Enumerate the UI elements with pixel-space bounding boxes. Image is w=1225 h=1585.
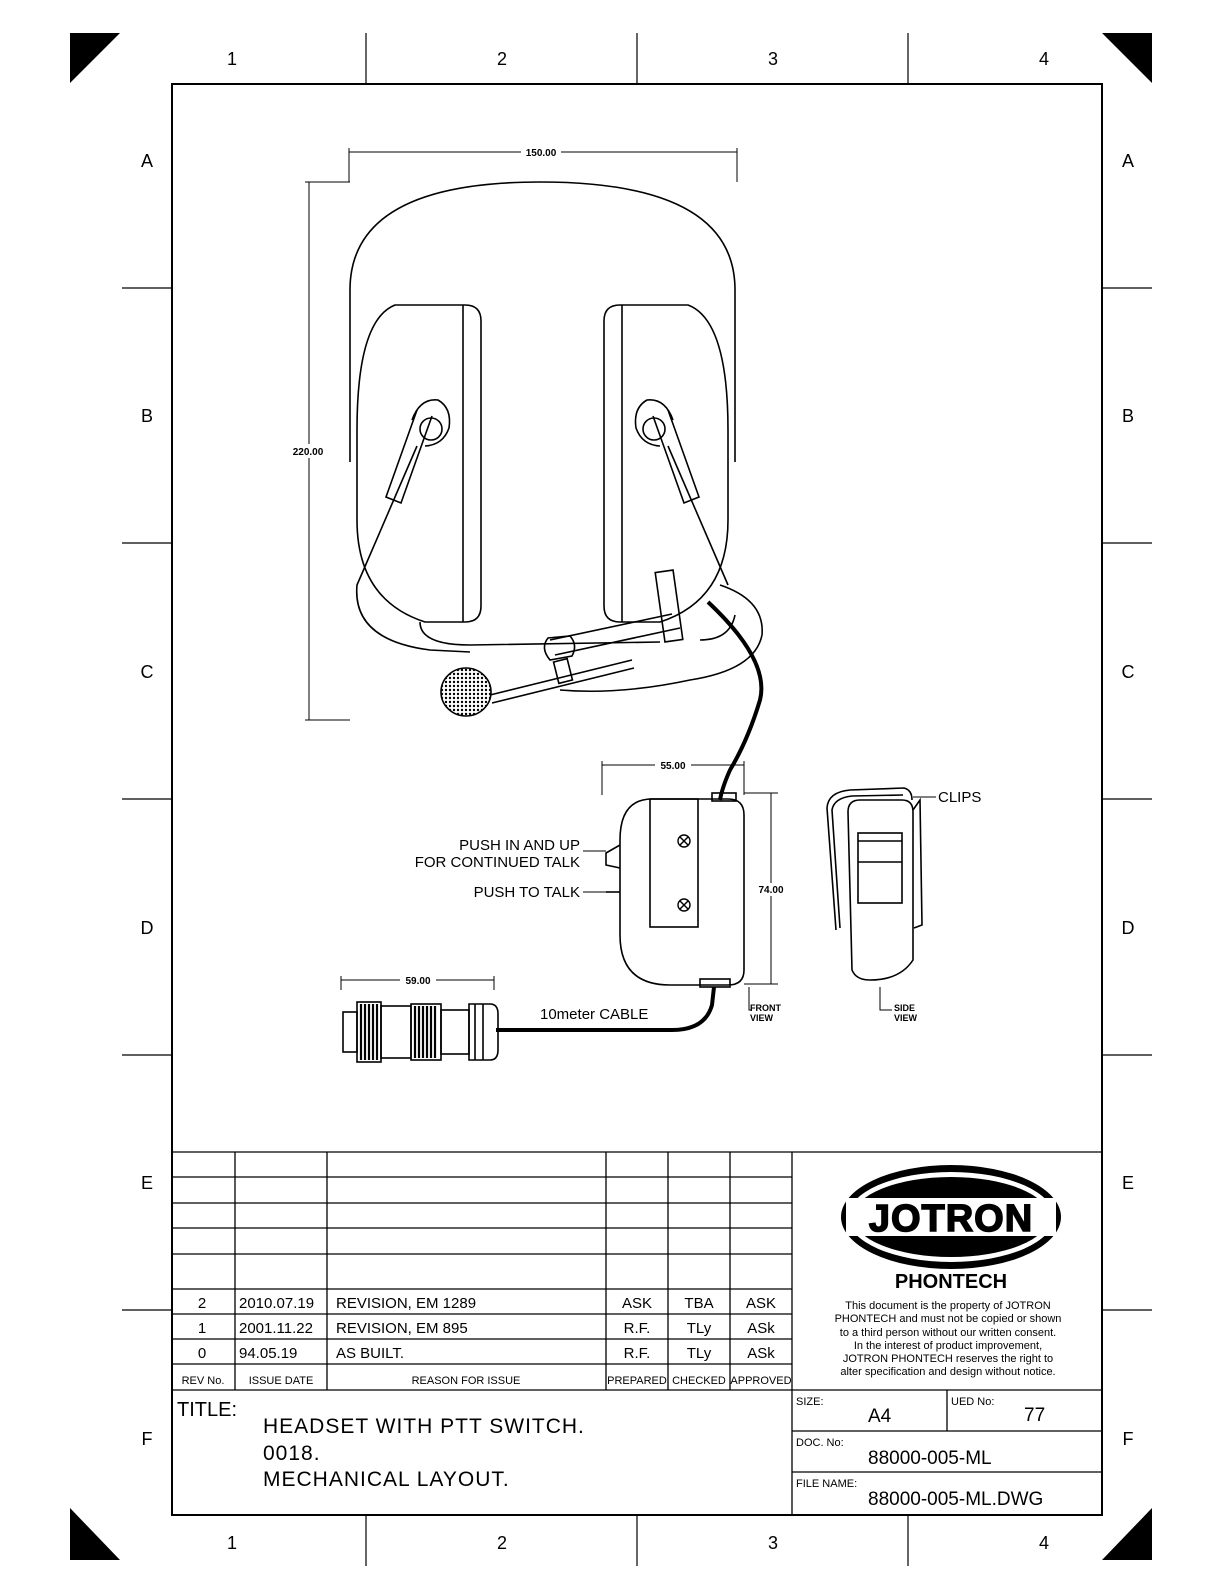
corner-marker-top-right: [1102, 33, 1152, 83]
callout-side-view-line1: SIDE: [894, 1003, 915, 1013]
doc-number: 88000-005-ML: [868, 1448, 992, 1469]
notice-line: JOTRON PHONTECH reserves the right to: [843, 1353, 1053, 1365]
revision-prepared: ASK: [622, 1295, 652, 1312]
doc-label: DOC. No:: [796, 1437, 844, 1449]
title-line: HEADSET WITH PTT SWITCH.: [263, 1415, 585, 1438]
revision-approved: ASk: [747, 1345, 775, 1362]
revision-rev-no: 1: [198, 1320, 206, 1337]
connector-drawing: [342, 1001, 499, 1063]
headset-dimension-lines: [305, 148, 738, 721]
zone-column-label: 3: [768, 1533, 778, 1553]
revision-reason: REVISION, EM 895: [336, 1320, 468, 1337]
callout-push-in-line1: PUSH IN AND UP: [459, 837, 580, 854]
corner-marker-top-left: [70, 33, 120, 83]
dimension-connector-length: 59.00: [405, 976, 430, 987]
zone-row-label: F: [1123, 1429, 1134, 1449]
ptt-side-view: [826, 787, 923, 981]
jotron-logo: JOTRON: [841, 1165, 1061, 1269]
ued-value: 77: [1024, 1405, 1045, 1426]
dimension-ptt-width: 55.00: [660, 761, 685, 772]
revision-reason: REVISION, EM 1289: [336, 1295, 476, 1312]
revision-date: 94.05.19: [239, 1345, 297, 1362]
connector-knurl: [359, 1004, 437, 1060]
zone-row-label: B: [141, 406, 153, 426]
zone-column-label: 1: [227, 49, 237, 69]
title-label: TITLE:: [177, 1399, 237, 1421]
headset-cable: [706, 600, 764, 801]
revision-header-checked: CHECKED: [672, 1375, 726, 1387]
zone-column-label: 1: [227, 1533, 237, 1553]
size-value: A4: [868, 1406, 892, 1427]
dimension-headset-height: 220.00: [293, 447, 324, 458]
dimension-ptt-height: 74.00: [758, 885, 783, 896]
zone-row-label: D: [141, 918, 154, 938]
notice-line: This document is the property of JOTRON: [845, 1300, 1050, 1312]
zone-row-label: E: [1122, 1173, 1134, 1193]
revision-prepared: R.F.: [624, 1320, 651, 1337]
notice-line: alter specification and design without n…: [840, 1366, 1055, 1378]
zone-dividers: [122, 33, 1152, 1566]
dimension-headset-width: 150.00: [526, 148, 557, 159]
microphone-foam: [440, 667, 492, 717]
ued-label: UED No:: [951, 1396, 994, 1408]
headset-drawing: [349, 181, 763, 704]
revision-header-rev-no: REV No.: [182, 1375, 225, 1387]
revision-approved: ASk: [747, 1320, 775, 1337]
zone-column-label: 3: [768, 49, 778, 69]
title-line: 0018.: [263, 1442, 321, 1465]
revision-date: 2010.07.19: [239, 1295, 314, 1312]
revision-prepared: R.F.: [624, 1345, 651, 1362]
zone-column-label: 4: [1039, 49, 1049, 69]
revision-header-prepared: PREPARED: [607, 1375, 667, 1387]
zone-row-label: B: [1122, 406, 1134, 426]
callout-clips: CLIPS: [938, 789, 981, 806]
ptt-screws: [677, 834, 691, 912]
revision-checked: TLy: [687, 1320, 712, 1337]
zone-row-label: C: [141, 662, 154, 682]
main-cable: [496, 986, 716, 1032]
zone-row-label: E: [141, 1173, 153, 1193]
title-line: MECHANICAL LAYOUT.: [263, 1468, 510, 1491]
revision-reason: AS BUILT.: [336, 1345, 404, 1362]
notice-line: PHONTECH and must not be copied or shown: [835, 1313, 1062, 1325]
callout-side-view-line2: VIEW: [894, 1013, 918, 1023]
corner-marker-bottom-left: [70, 1508, 120, 1560]
revision-rev-no: 0: [198, 1345, 206, 1362]
callout-leaders: [583, 796, 936, 1011]
zone-row-label: D: [1122, 918, 1135, 938]
revision-rev-no: 2: [198, 1295, 206, 1312]
svg-text:JOTRON: JOTRON: [869, 1198, 1033, 1240]
zone-row-label: C: [1122, 662, 1135, 682]
zone-column-label: 2: [497, 49, 507, 69]
zone-column-label: 2: [497, 1533, 507, 1553]
callout-push-in-line2: FOR CONTINUED TALK: [415, 854, 580, 871]
revision-checked: TLy: [687, 1345, 712, 1362]
ptt-dimension-lines: [601, 761, 778, 985]
ptt-front-view: [605, 792, 745, 988]
corner-marker-bottom-right: [1102, 1508, 1152, 1560]
zone-row-label: F: [142, 1429, 153, 1449]
file-label: FILE NAME:: [796, 1478, 857, 1490]
revision-checked: TBA: [684, 1295, 713, 1312]
zone-row-label: A: [141, 151, 153, 171]
revision-header-approved: APPROVED: [730, 1375, 791, 1387]
company-name: PHONTECH: [895, 1271, 1007, 1293]
zone-row-label: A: [1122, 151, 1134, 171]
revision-table-grid: [172, 1151, 1102, 1515]
notice-line: to a third person without our written co…: [840, 1327, 1056, 1339]
revision-approved: ASK: [746, 1295, 776, 1312]
callout-front-view-line1: FRONT: [750, 1003, 781, 1013]
callout-cable: 10meter CABLE: [540, 1006, 648, 1023]
zone-column-label: 4: [1039, 1533, 1049, 1553]
callout-front-view-line2: VIEW: [750, 1013, 774, 1023]
file-name: 88000-005-ML.DWG: [868, 1489, 1043, 1510]
size-label: SIZE:: [796, 1396, 824, 1408]
notice-line: In the interest of product improvement,: [854, 1340, 1042, 1352]
revision-date: 2001.11.22: [239, 1320, 313, 1337]
callout-push-to-talk: PUSH TO TALK: [474, 884, 580, 901]
revision-header-reason: REASON FOR ISSUE: [412, 1375, 521, 1387]
revision-header-issue-date: ISSUE DATE: [249, 1375, 314, 1387]
